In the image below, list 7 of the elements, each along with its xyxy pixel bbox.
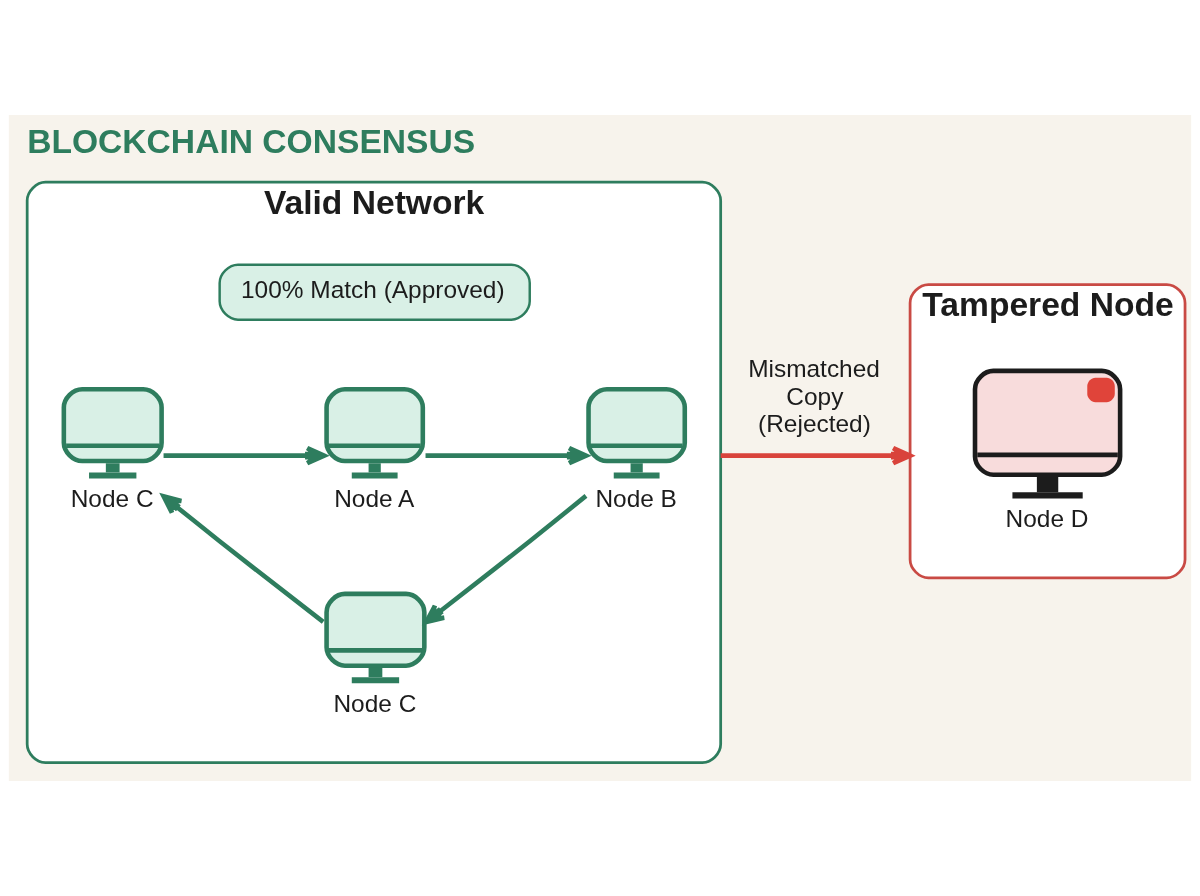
node-label: Node C <box>333 689 417 717</box>
edge-label: Mismatched Copy (Rejected) <box>748 355 880 438</box>
node-label: Node B <box>595 485 677 513</box>
node-label: Node C <box>70 485 154 513</box>
diagram-title: BLOCKCHAIN CONSENSUS <box>27 122 476 160</box>
node-label: Node D <box>1005 505 1089 533</box>
node-label: Node A <box>334 485 415 513</box>
